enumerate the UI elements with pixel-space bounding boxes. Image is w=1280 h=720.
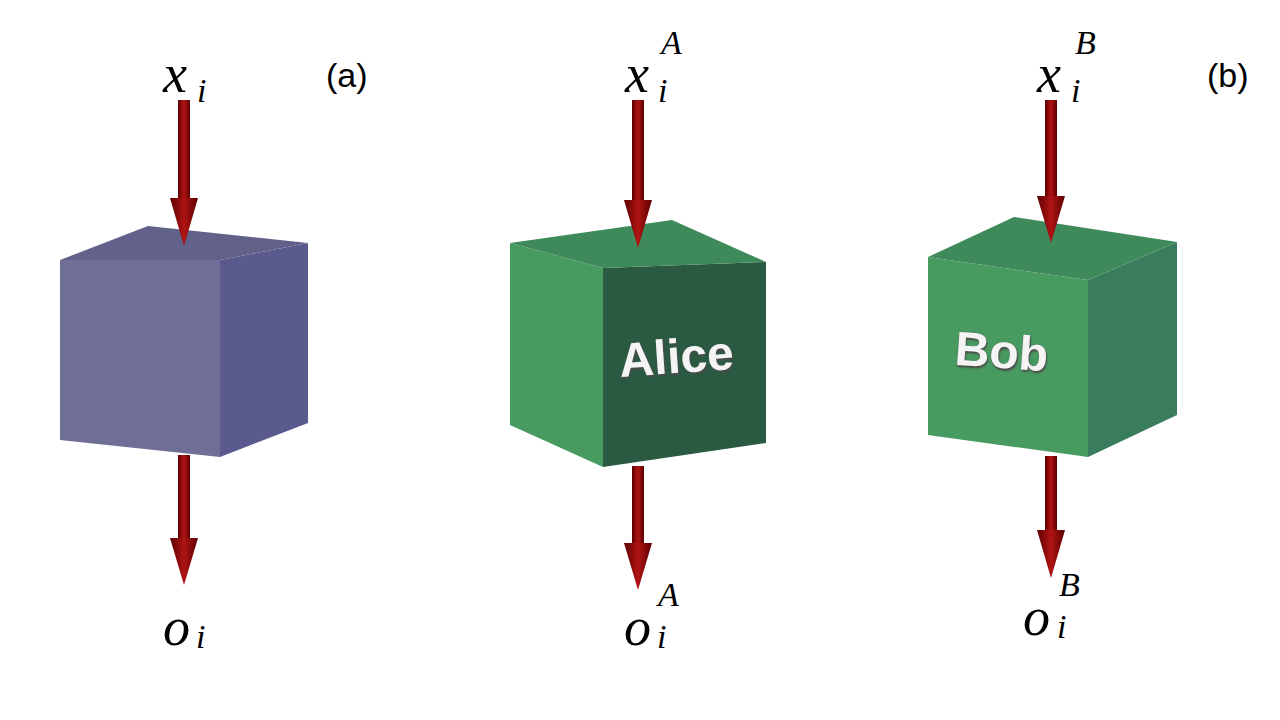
signal-symbol: o [163,600,190,654]
signal-symbol: i [1071,74,1080,108]
cube-name: Alice [617,329,735,385]
signal-symbol: x [625,47,649,101]
signal-symbol: i [1057,610,1066,644]
signal-symbol: x [1037,47,1061,101]
signal-symbol: B [1059,568,1080,602]
panel-tag: (b) [1207,58,1249,92]
signal-symbol: x [163,47,187,101]
signal-symbol: i [197,74,206,108]
cube-face [603,262,766,467]
signal-symbol: o [624,600,651,654]
cube-box: Alice [505,215,770,472]
signal-symbol: i [658,74,667,108]
signal-symbol: B [1075,26,1096,60]
cube-name: Bob [953,325,1049,379]
cube-face [510,243,603,467]
signal-symbol: i [196,620,205,654]
signal-symbol: i [657,620,666,654]
cube-box: Bob [923,212,1182,462]
signal-symbol: A [661,26,682,60]
signal-symbol: A [658,578,679,612]
panel-tag: (a) [326,58,368,92]
signal-symbol: o [1023,590,1050,644]
cube-face [928,257,1088,457]
